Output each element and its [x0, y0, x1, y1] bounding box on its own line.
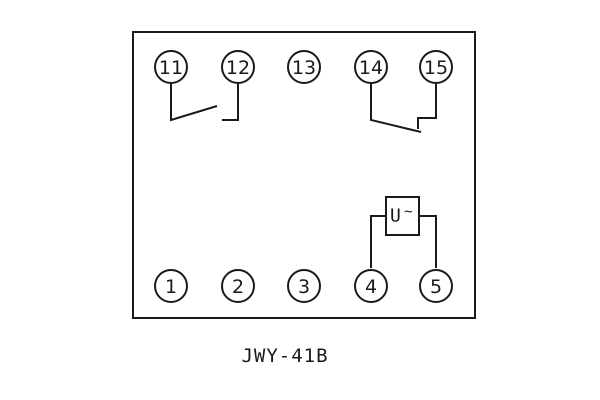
terminal-12: 12: [221, 50, 255, 84]
terminal-4-circle: [354, 269, 388, 303]
coil: U ~: [385, 196, 420, 236]
terminal-14-circle: [354, 50, 388, 84]
terminal-14: 14: [354, 50, 388, 84]
terminal-5: 5: [419, 269, 453, 303]
terminal-3-label: 3: [298, 276, 310, 298]
terminal-11-label: 11: [159, 57, 183, 79]
terminal-2-circle: [221, 269, 255, 303]
terminal-11: 11: [154, 50, 188, 84]
terminal-1: 1: [154, 269, 188, 303]
terminal-12-label: 12: [226, 57, 250, 79]
terminal-14-label: 14: [359, 57, 383, 79]
terminal-13-label: 13: [292, 57, 316, 79]
coil-lead-5: [419, 215, 437, 268]
contact-14-15-blade: [370, 84, 422, 133]
contact-14-15-fixed: [417, 84, 437, 129]
terminal-13-circle: [287, 50, 321, 84]
model-label: JWY-41B: [241, 345, 328, 367]
terminal-15-label: 15: [424, 57, 448, 79]
coil-lead-4: [370, 215, 386, 268]
terminal-12-circle: [221, 50, 255, 84]
terminal-3: 3: [287, 269, 321, 303]
terminal-13: 13: [287, 50, 321, 84]
terminal-3-circle: [287, 269, 321, 303]
terminal-4: 4: [354, 269, 388, 303]
contact-11-12-fixed: [222, 84, 239, 121]
terminal-5-label: 5: [430, 276, 442, 298]
contact-11-12: [170, 84, 239, 122]
contact-11-12-blade: [170, 84, 218, 122]
contact-14-15: [370, 84, 437, 133]
coil-box: [385, 196, 420, 236]
coil-symbol: U: [390, 206, 401, 227]
terminal-5-circle: [419, 269, 453, 303]
terminal-1-label: 1: [165, 276, 177, 298]
terminal-4-label: 4: [365, 276, 377, 298]
terminal-1-circle: [154, 269, 188, 303]
coil-ac-mark: ~: [404, 204, 412, 220]
terminal-15: 15: [419, 50, 453, 84]
terminal-2: 2: [221, 269, 255, 303]
terminal-2-label: 2: [232, 276, 244, 298]
terminal-11-circle: [154, 50, 188, 84]
terminal-15-circle: [419, 50, 453, 84]
